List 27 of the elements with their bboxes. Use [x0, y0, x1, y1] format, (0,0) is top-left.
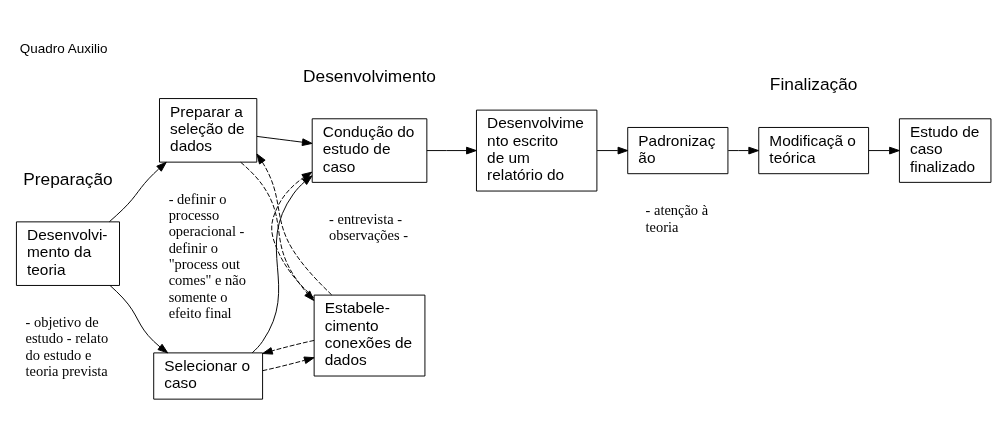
node-box: Desenvolvime nto escrito de um relatório do — [476, 109, 598, 191]
node-label: - entrevista - observações - — [329, 210, 409, 243]
node-box: Modificaçã o teórica — [758, 126, 870, 174]
arrow — [256, 135, 313, 146]
node-box: Estabele- cimento conexões de dados — [313, 294, 426, 376]
node-box: Padronizaç ão — [627, 126, 729, 174]
arrow — [256, 153, 333, 295]
arrow — [596, 146, 629, 154]
node-label: - objetivo de estudo - relato do estudo e teoria prevista — [25, 313, 109, 379]
arrow — [727, 146, 759, 154]
diagram-title: Quadro Auxilio — [19, 40, 108, 55]
node-label: - atenção à teoria — [645, 201, 709, 235]
node-box: Condução do estudo de caso — [311, 117, 428, 183]
node-box: Estudo de caso finalizado — [898, 117, 992, 183]
node-box: Desenvolvi- mento da teoria — [15, 220, 120, 286]
node-label: - definir o processo operacional - definir o "process out comes" e não somente o efeito final — [168, 190, 246, 321]
arrow — [109, 284, 169, 353]
label: Finalização — [769, 73, 858, 94]
label: Preparação — [23, 168, 113, 189]
arrow — [262, 356, 315, 371]
arrow — [426, 146, 477, 154]
arrow — [108, 161, 167, 222]
node-box: Preparar a seleção de dados — [159, 97, 258, 163]
arrow — [262, 339, 315, 355]
label: Desenvolvimento — [303, 65, 436, 86]
arrow — [868, 146, 900, 154]
node-box: Selecionar o caso — [153, 351, 264, 400]
